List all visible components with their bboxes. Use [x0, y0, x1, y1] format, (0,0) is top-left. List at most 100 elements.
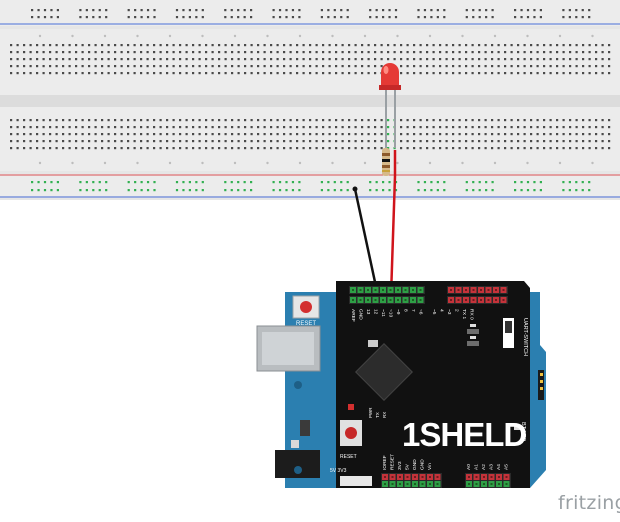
breadboard-hole	[388, 181, 391, 184]
fritzing-watermark: fritzing	[558, 492, 620, 514]
breadboard-hole	[471, 58, 474, 61]
breadboard-hole	[140, 147, 143, 150]
breadboard-hole	[536, 126, 539, 129]
breadboard-hole	[452, 72, 455, 75]
breadboard-hole	[23, 51, 26, 54]
breadboard-hole	[37, 9, 40, 12]
breadboard-hole	[276, 140, 279, 143]
breadboard-hole	[439, 44, 442, 47]
breadboard-hole	[146, 181, 150, 184]
breadboard-hole	[309, 65, 312, 68]
breadboard-hole	[327, 189, 330, 192]
pin-label: 12	[373, 309, 379, 315]
breadboard-hole	[322, 51, 325, 54]
power-pin-label: GND	[420, 459, 426, 470]
breadboard-hole	[263, 72, 266, 75]
breadboard-hole	[92, 9, 95, 12]
breadboard-hole	[497, 119, 500, 122]
breadboard-hole	[278, 189, 282, 192]
breadboard-hole	[175, 16, 179, 19]
column-marker	[38, 34, 42, 38]
breadboard-hole	[439, 58, 442, 61]
breadboard-hole	[549, 72, 552, 75]
breadboard-hole	[31, 16, 34, 19]
breadboard-hole	[400, 58, 403, 61]
breadboard-hole	[250, 126, 253, 129]
breadboard-hole	[250, 9, 253, 12]
breadboard-hole	[218, 72, 221, 75]
breadboard-hole	[436, 16, 439, 19]
breadboard-hole	[101, 58, 104, 61]
breadboard-hole	[296, 51, 299, 54]
pin-label: 8	[403, 309, 409, 312]
breadboard-hole	[107, 51, 110, 54]
breadboard-hole	[406, 140, 409, 143]
breadboard-hole	[75, 51, 78, 54]
breadboard-hole	[23, 72, 26, 75]
column-marker	[396, 161, 399, 165]
column-marker	[201, 161, 204, 165]
breadboard-hole	[101, 133, 104, 136]
breadboard-hole	[439, 126, 442, 129]
breadboard-hole	[380, 65, 383, 68]
breadboard-hole	[309, 58, 312, 61]
breadboard-hole	[43, 9, 47, 12]
breadboard-hole	[348, 133, 351, 136]
breadboard-hole	[153, 58, 156, 61]
breadboard-hole	[195, 16, 198, 19]
breadboard-hole	[272, 189, 275, 192]
breadboard-hole	[354, 72, 357, 75]
breadboard-hole	[94, 72, 97, 75]
breadboard-hole	[320, 16, 323, 19]
breadboard-hole	[426, 147, 429, 150]
microchip	[355, 343, 413, 401]
breadboard-hole	[296, 140, 299, 143]
breadboard-hole	[140, 189, 143, 192]
breadboard-hole	[556, 72, 559, 75]
breadboard-hole	[520, 9, 523, 12]
breadboard-hole	[291, 181, 295, 184]
breadboard-hole	[49, 65, 52, 68]
breadboard-hole	[94, 119, 97, 122]
breadboard-hole	[278, 9, 282, 12]
breadboard-hole	[120, 119, 123, 122]
breadboard-hole	[601, 126, 604, 129]
breadboard-hole	[348, 147, 351, 150]
breadboard-hole	[120, 126, 123, 129]
led-rim	[379, 85, 401, 90]
breadboard-hole	[575, 16, 578, 19]
breadboard-hole	[526, 16, 530, 19]
breadboard-hole	[159, 44, 162, 47]
breadboard-hole	[127, 58, 130, 61]
breadboard-hole	[335, 147, 338, 150]
breadboard-hole	[298, 9, 301, 12]
breadboard-hole	[88, 147, 91, 150]
breadboard-hole	[276, 133, 279, 136]
breadboard-hole	[601, 133, 604, 136]
breadboard-hole	[335, 119, 338, 122]
breadboard-hole	[218, 147, 221, 150]
breadboard-hole	[374, 140, 377, 143]
breadboard-hole	[581, 16, 584, 19]
breadboard-hole	[471, 133, 474, 136]
breadboard-hole	[218, 126, 221, 129]
breadboard-hole	[153, 126, 156, 129]
breadboard-hole	[250, 140, 253, 143]
breadboard-hole	[432, 119, 435, 122]
breadboard-hole	[556, 65, 559, 68]
breadboard-hole	[179, 126, 182, 129]
breadboard-hole	[75, 58, 78, 61]
breadboard-hole	[419, 51, 422, 54]
pin-headers	[349, 286, 511, 488]
breadboard-hole	[185, 147, 188, 150]
breadboard-hole	[289, 119, 292, 122]
breadboard-hole	[472, 181, 475, 184]
breadboard-hole	[543, 58, 546, 61]
breadboard-hole	[237, 189, 240, 192]
breadboard-hole	[465, 72, 468, 75]
breadboard-hole	[375, 189, 378, 192]
breadboard-hole	[491, 189, 494, 192]
breadboard-hole	[367, 133, 370, 136]
breadboard-hole	[582, 44, 585, 47]
